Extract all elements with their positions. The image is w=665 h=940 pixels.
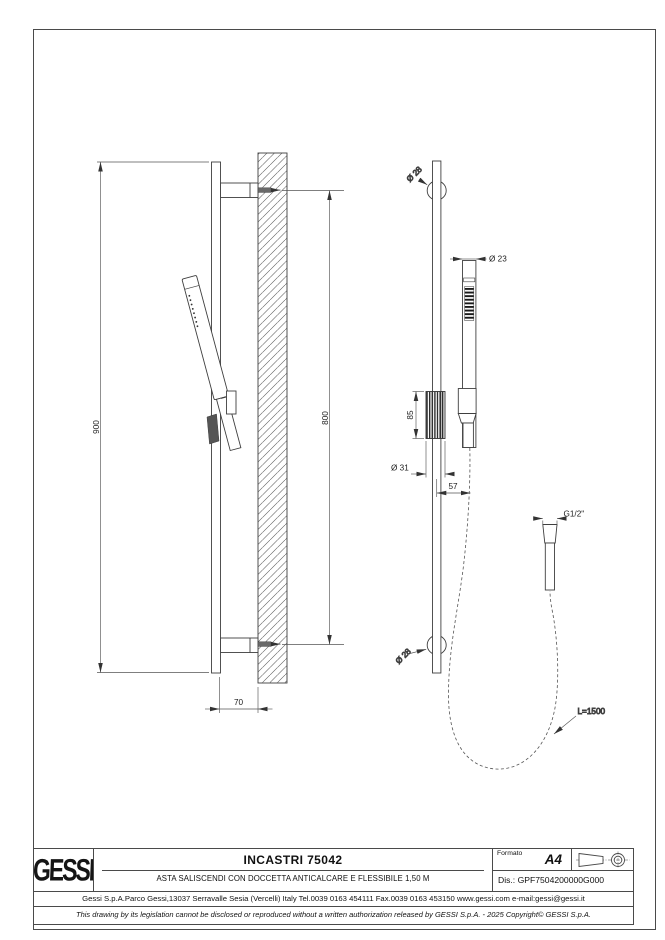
label-hose-length: L=1500 [553,707,606,735]
dimension-o23: Ø 23 [450,255,507,264]
dimension-g12: G1/2" [533,510,585,526]
holder-body-front [457,388,477,414]
technical-drawing: 900 800 70 [92,152,606,770]
title-cell: INCASTRI 75042 ASTA SALISCENDI CON DOCCE… [93,849,492,891]
svg-text:800: 800 [321,411,330,425]
side-view: 900 800 70 [92,152,344,713]
format-value: A4 [544,852,562,867]
format-label: Formato [497,850,523,857]
label-bottom-diameter: Ø 28 [393,646,427,666]
drawing-title: INCASTRI 75042 [243,853,343,867]
hose-connector: G1/2" [533,510,585,591]
wall-section [257,152,288,684]
format-cell: Formato A4 Dis.: GPF7504200000G000 [492,849,633,891]
svg-text:Ø 28: Ø 28 [394,647,413,666]
dimension-85: 85 [406,391,424,439]
gessi-logo: GESSI [34,851,93,887]
logo-cell: GESSI [34,849,93,891]
drawing-number: Dis.: GPF7504200000G000 [498,875,605,885]
handle-front [462,422,474,448]
svg-text:70: 70 [234,698,244,707]
title-block-main-row: GESSI INCASTRI 75042 ASTA SALISCENDI CON… [34,849,633,892]
slider-cursor [425,391,446,439]
handshower-side [181,275,242,452]
svg-text:900: 900 [92,420,101,434]
bottom-anchor-screw [257,641,281,647]
flexible-hose [448,447,559,770]
handshower-front [457,260,477,448]
front-view: Ø 28 Ø 28 Ø 23 [391,160,606,770]
svg-text:57: 57 [448,482,458,491]
title-separator [102,870,484,871]
svg-text:G1/2": G1/2" [564,510,585,519]
svg-text:Ø 23: Ø 23 [489,255,507,264]
dimension-57: 57 [436,479,471,497]
dimension-800: 800 [282,190,344,645]
svg-text:85: 85 [406,410,415,420]
company-address: Gessi S.p.A.Parco Gessi,13037 Serravalle… [34,892,633,907]
dimension-900: 900 [92,161,209,673]
svg-text:Ø 31: Ø 31 [391,464,409,473]
copyright-notice: This drawing by its legislation cannot b… [76,910,591,919]
top-bracket [220,182,259,198]
spray-face [464,286,475,321]
label-top-diameter: Ø 28 [404,164,428,186]
svg-text:L=1500: L=1500 [578,707,606,716]
dimension-o31: Ø 31 [391,441,455,478]
holder-wedge [206,413,220,445]
projection-symbol-cell [571,849,633,870]
format-row: Formato A4 [493,849,633,871]
title-block: GESSI INCASTRI 75042 ASTA SALISCENDI CON… [33,848,634,925]
spray-dots [188,294,199,328]
bottom-bracket [220,637,259,653]
first-angle-projection-icon [575,851,630,868]
sheet-border [33,29,656,930]
holder-knob [226,390,237,415]
top-anchor-screw [257,187,281,193]
dimension-70: 70 [205,677,273,713]
paper-format: Formato A4 [493,849,571,870]
drawing-subtitle: ASTA SALISCENDI CON DOCCETTA ANTICALCARE… [156,874,430,883]
